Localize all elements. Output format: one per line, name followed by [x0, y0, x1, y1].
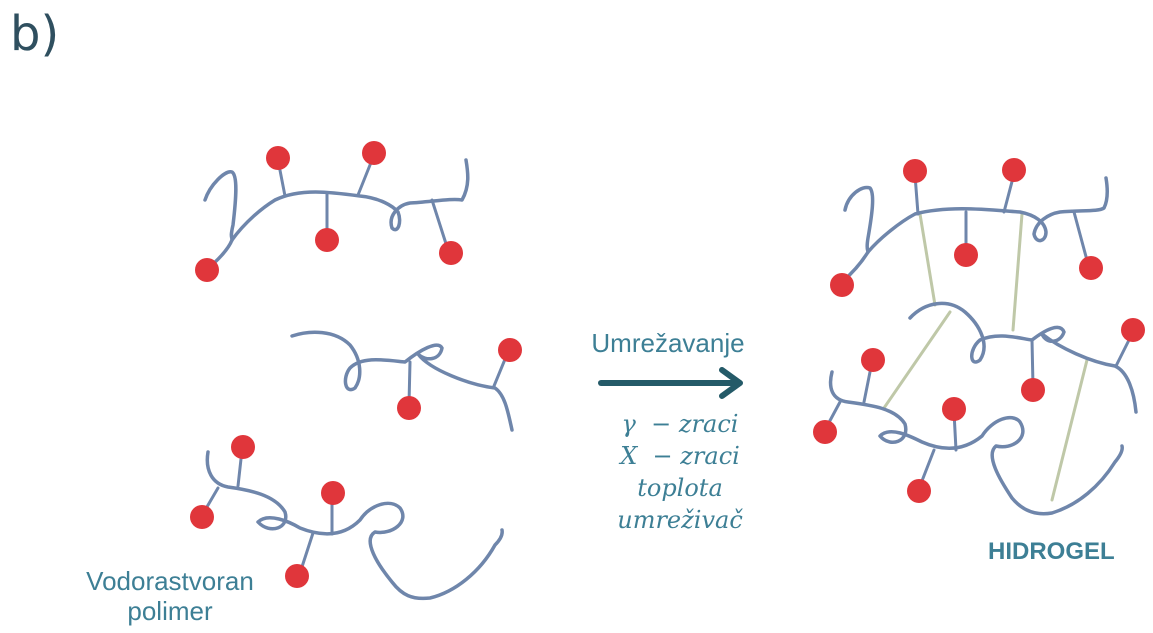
process-label: Umrežavanje: [591, 328, 745, 358]
panel-label: b): [10, 6, 60, 62]
method-gamma-rays: γ − zraci: [621, 410, 739, 438]
hydrogel-network: [813, 158, 1145, 516]
water-soluble-polymer-caption: Vodorastvoran polimer: [55, 566, 285, 626]
polymer-chain-bottom: [190, 435, 504, 601]
process-arrow: [598, 367, 743, 399]
polymer-chain-top: [195, 141, 470, 282]
caption-line-2: polimer: [127, 596, 213, 626]
method-x-rays: X − zraci: [620, 442, 740, 470]
polymer-chain-middle: [290, 330, 522, 432]
method-crosslinker: umreživač: [617, 506, 743, 534]
method-heat: toplota: [637, 474, 723, 502]
crosslinking-methods: γ − zraci X − zraci toplota umreživač: [560, 408, 800, 536]
caption-line-1: Vodorastvoran: [86, 566, 254, 596]
hydrogel-caption: HIDROGEL: [988, 538, 1115, 565]
